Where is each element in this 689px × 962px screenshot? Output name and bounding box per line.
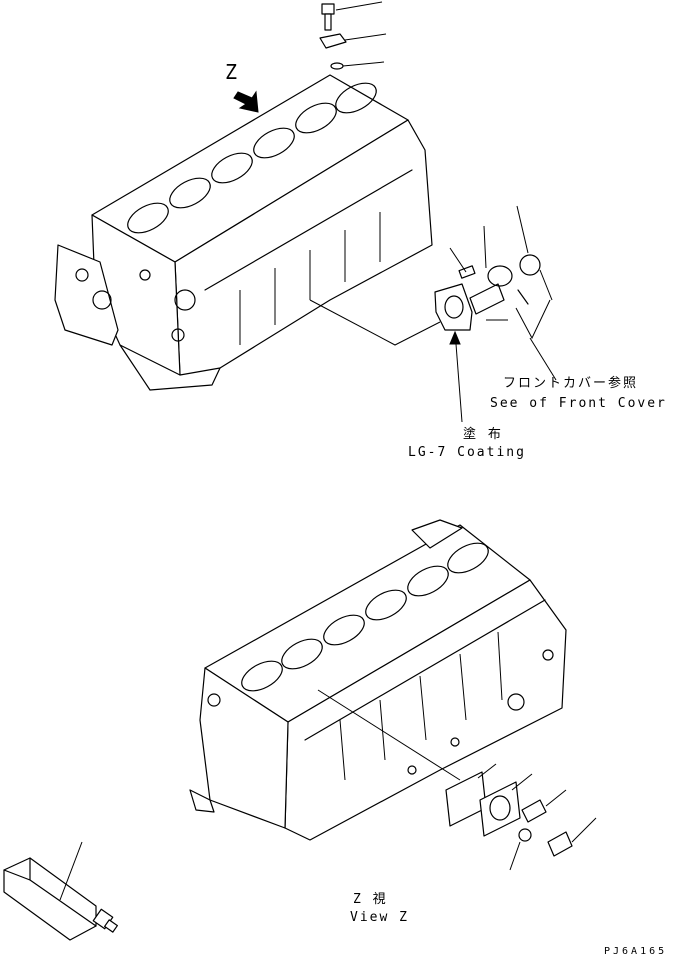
front-cover-label-en: See of Front Cover: [490, 396, 667, 411]
coating-label-jp: 塗 布: [463, 427, 503, 442]
drawing-code: PJ6A165: [604, 946, 668, 957]
view-arrow-z: [233, 90, 259, 113]
view-z-label-jp: Z 視: [353, 892, 388, 907]
coating-label-en: LG-7 Coating: [408, 445, 526, 460]
side-cover-assembly-top: [309, 205, 557, 423]
upper-cylinder-block: [54, 74, 433, 391]
lower-cylinder-block: [189, 519, 567, 841]
installation-tool: [3, 841, 118, 941]
top-bolt-assembly: [319, 1, 387, 70]
front-cover-label-jp: フロントカバー参照: [503, 376, 639, 391]
view-z-letter: Z: [225, 60, 238, 84]
view-z-label-en: View Z: [350, 910, 409, 925]
side-cover-assembly-bottom: [317, 689, 597, 871]
